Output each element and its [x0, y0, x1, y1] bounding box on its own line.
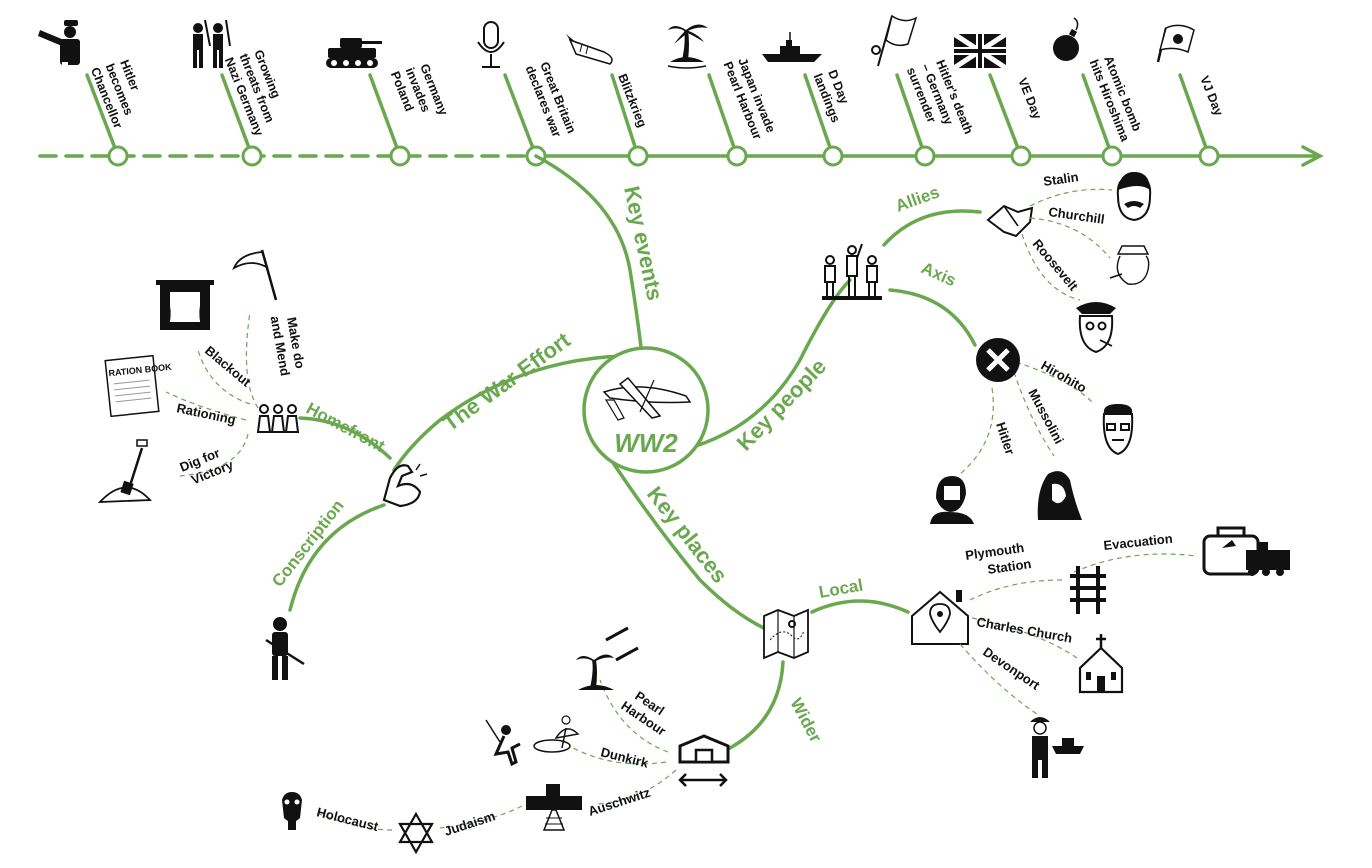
timeline-label-9: VE Day: [1015, 76, 1044, 121]
axis-x-icon: [976, 338, 1020, 382]
shovel-icon: [97, 439, 152, 503]
label-allies: Allies: [893, 182, 942, 215]
needle-thread-icon: [232, 249, 278, 301]
timeline-node: [914, 145, 936, 167]
star-of-david-icon: [398, 811, 434, 855]
timeline-label-1: HitlerbecomesChancellor: [88, 54, 153, 131]
label-axis: Axis: [918, 258, 959, 290]
handshake-icon: [986, 204, 1034, 238]
label-roosevelt: Roosevelt: [1030, 236, 1082, 294]
railway-track-icon: [1070, 566, 1106, 614]
timeline: HitlerbecomesChancellor Growingthreats f…: [38, 14, 1324, 167]
branch-war-effort: The War Effort: [438, 327, 575, 436]
tank-icon: [326, 38, 382, 68]
label-stalin: Stalin: [1042, 169, 1079, 189]
label-pearl: PearlHarbour: [618, 685, 677, 739]
union-flag-icon: [952, 31, 1008, 71]
mussolini-icon: [1037, 471, 1082, 520]
label-blackout: Blackout: [202, 343, 254, 390]
japan-flag-icon: [1156, 24, 1195, 63]
label-dig: Dig forVictory: [178, 442, 237, 490]
label-local: Local: [817, 576, 864, 602]
auschwitz-gate-icon: [526, 784, 582, 831]
label-homefront: Homefront: [303, 399, 388, 456]
timeline-node: [726, 145, 748, 167]
timeline-arrow: [1301, 145, 1324, 167]
map-icon: [763, 608, 809, 660]
airplane-icon: [602, 376, 692, 421]
label-auschwitz: Auschwitz: [586, 785, 652, 819]
timeline-node: [1198, 145, 1220, 167]
timeline-node: [822, 145, 844, 167]
sailor-ship-icon: [1030, 717, 1084, 778]
label-dunkirk: Dunkirk: [599, 744, 650, 770]
roosevelt-face-icon: [1076, 302, 1116, 354]
timeline-node: [241, 145, 263, 167]
label-rationing: Rationing: [175, 400, 237, 427]
label-hirohito: Hirohito: [1039, 358, 1090, 396]
building-arrows-icon: [678, 734, 730, 787]
soldier-salute-icon: [38, 20, 80, 66]
label-wider: Wider: [786, 695, 825, 746]
house-pin-icon: [911, 590, 969, 645]
church-icon: [1078, 634, 1124, 694]
dunkirk-icon: [485, 715, 580, 767]
blackout-curtain-icon: [156, 280, 214, 330]
timeline-label-10: Atomic bombhits Hiroshima: [1087, 52, 1147, 144]
soldier-rifle-icon: [265, 617, 305, 680]
pearl-harbour-icon: [576, 626, 639, 690]
timeline-label-2: Growingthreats fromNazi Germany: [222, 44, 294, 138]
timeline-label-8: Hitler's death– Germanysurrender: [904, 54, 976, 147]
timeline-label-11: VJ Day: [1197, 74, 1226, 118]
churchill-face-icon: [1109, 245, 1150, 285]
timeline-node: [1010, 145, 1032, 167]
microphone-icon: [477, 21, 505, 68]
bomb-icon: [566, 34, 613, 65]
label-plymouth: PlymouthStation: [964, 539, 1032, 580]
round-bomb-icon: [1053, 17, 1079, 61]
center-label: WW2: [614, 428, 678, 458]
label-holocaust: Holocaust: [315, 804, 380, 834]
timeline-node: [627, 145, 649, 167]
people-statue-icon: [822, 243, 882, 300]
ration-book-icon: RATION BOOK: [104, 354, 173, 418]
label-judaism: Judaism: [442, 808, 497, 839]
label-charles: Charles Church: [975, 614, 1073, 646]
timeline-node: [107, 145, 129, 167]
label-hitler: Hitler: [993, 420, 1018, 456]
suitcase-train-icon: [1202, 526, 1290, 576]
label-evacuation: Evacuation: [1103, 531, 1174, 553]
flexed-arm-icon: [382, 463, 428, 508]
white-flag-icon: [871, 14, 918, 67]
branch-key-places: Key places: [642, 482, 732, 588]
marching-soldiers-icon: [193, 19, 231, 68]
timeline-label-3: GermanyinvadesPoland: [388, 58, 451, 128]
hitler-icon: [930, 476, 974, 524]
label-devonport: Devonport: [980, 644, 1043, 693]
timeline-node: [389, 145, 411, 167]
palm-island-icon: [667, 24, 708, 69]
label-make-do: Make doand Mend: [268, 312, 309, 377]
gas-mask-icon: [282, 792, 302, 830]
label-churchill: Churchill: [1048, 204, 1106, 227]
label-conscription: Conscription: [268, 496, 348, 590]
hirohito-face-icon: [1102, 404, 1134, 456]
stalin-face-icon: [1116, 172, 1152, 222]
branch-key-events: Key events: [619, 184, 668, 303]
branch-key-people: Key people: [732, 354, 832, 456]
timeline-node: [1101, 145, 1123, 167]
family-icon: [256, 404, 300, 433]
warship-icon: [762, 32, 822, 62]
timeline-label-4: Great Britaindeclares war: [523, 58, 579, 141]
